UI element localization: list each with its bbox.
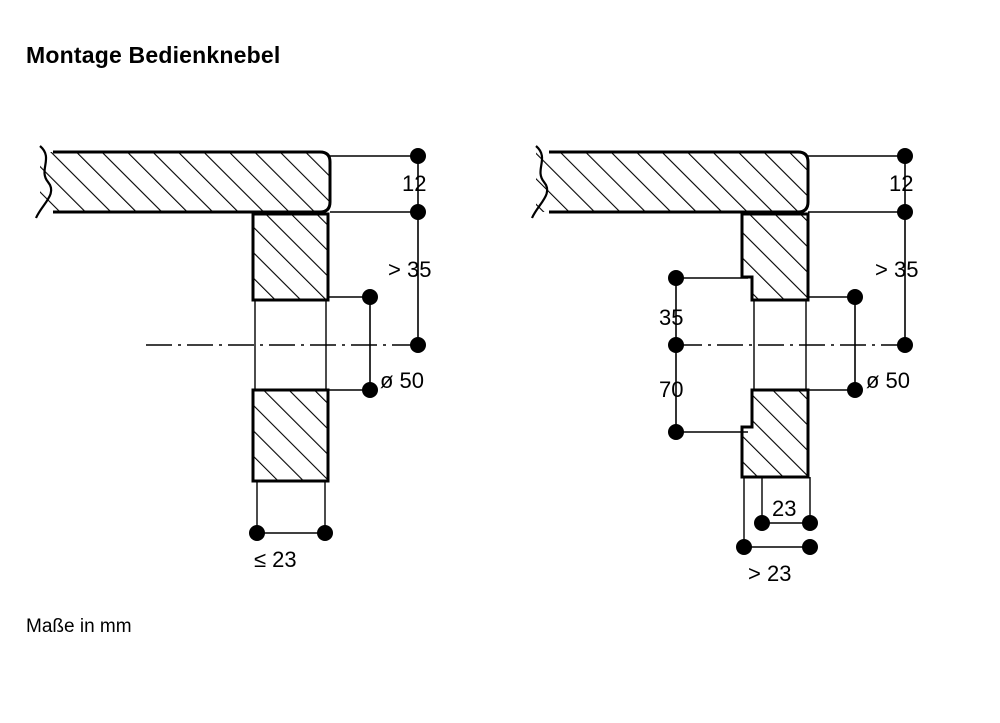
dim-label-70: 70 — [659, 377, 683, 402]
page-title: Montage Bedienknebel — [26, 42, 281, 68]
dim-label-d50: ø 50 — [866, 368, 910, 393]
dim-dot — [897, 148, 913, 164]
dim-dot — [736, 539, 752, 555]
dim-label-gt35: > 35 — [875, 257, 918, 282]
right-diagram: 12 > 35 ø 50 — [530, 145, 918, 586]
dim-label-le23: ≤ 23 — [254, 547, 297, 572]
left-diagram: 12 > 35 ø 50 — [34, 145, 431, 572]
dim-label-gt23: > 23 — [748, 561, 791, 586]
dim-label-gt35: > 35 — [388, 257, 431, 282]
dim-dot — [317, 525, 333, 541]
dim-dot — [668, 424, 684, 440]
left-upper-block — [251, 212, 330, 302]
right-dim-70: 70 — [659, 345, 748, 440]
break-line — [530, 145, 549, 219]
dim-dot — [802, 539, 818, 555]
dim-dot — [249, 525, 265, 541]
dim-dot — [362, 289, 378, 305]
dim-dot — [668, 270, 684, 286]
left-dim-le23: ≤ 23 — [249, 481, 333, 572]
dim-label-23: 23 — [772, 496, 796, 521]
right-upper-block — [740, 212, 810, 302]
dim-label-12: 12 — [889, 171, 913, 196]
dim-dot — [410, 148, 426, 164]
left-lower-block — [251, 388, 330, 483]
dim-dot — [897, 337, 913, 353]
dim-dot — [802, 515, 818, 531]
right-lower-block — [740, 388, 810, 479]
dim-label-12: 12 — [402, 171, 426, 196]
break-line — [34, 145, 53, 219]
right-dim-gt23: > 23 — [736, 477, 818, 586]
right-dim-gt35: > 35 — [875, 212, 918, 353]
dim-label-35: 35 — [659, 305, 683, 330]
right-dim-d50: ø 50 — [808, 289, 910, 398]
left-dim-gt35: > 35 — [388, 212, 431, 353]
right-dim-35: 35 — [659, 270, 748, 353]
left-dim-12: 12 — [402, 148, 426, 220]
dim-dot — [847, 289, 863, 305]
dim-label-d50: ø 50 — [380, 368, 424, 393]
left-worktop-panel — [34, 145, 332, 219]
dim-dot — [362, 382, 378, 398]
right-dim-12: 12 — [889, 148, 913, 220]
dim-dot — [754, 515, 770, 531]
left-dim-d50: ø 50 — [328, 289, 424, 398]
right-worktop-panel — [530, 145, 810, 219]
right-dim-23: 23 — [754, 477, 818, 531]
dim-dot — [410, 337, 426, 353]
dim-dot — [847, 382, 863, 398]
units-note: Maße in mm — [26, 616, 132, 637]
